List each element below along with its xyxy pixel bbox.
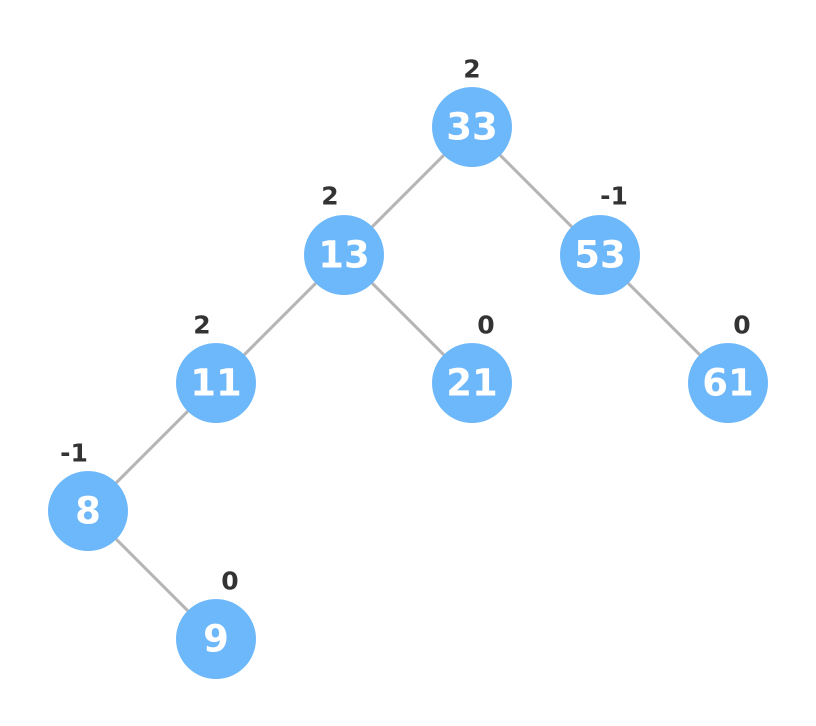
node-key: 9 <box>203 618 229 661</box>
tree-node: 61 0 <box>688 311 768 423</box>
balance-factor-label: 0 <box>733 311 750 340</box>
tree-node: 9 0 <box>176 567 256 679</box>
node-key: 21 <box>446 362 498 405</box>
node-circle <box>432 87 512 167</box>
node-circle <box>48 471 128 551</box>
tree-node: 21 0 <box>432 311 512 423</box>
node-circle <box>432 343 512 423</box>
balance-factor-label: 2 <box>321 182 338 211</box>
node-circle <box>304 215 384 295</box>
tree-node: 8 -1 <box>48 439 128 551</box>
tree-node: 13 2 <box>304 182 384 295</box>
node-key: 8 <box>75 490 101 533</box>
tree-node: 33 2 <box>432 55 512 167</box>
balance-factor-label: -1 <box>60 439 88 468</box>
balance-factor-label: 2 <box>463 55 480 84</box>
balance-factor-label: 0 <box>477 311 494 340</box>
balance-factor-label: -1 <box>600 182 628 211</box>
node-key: 13 <box>318 234 370 277</box>
node-circle <box>560 215 640 295</box>
tree-node: 11 2 <box>176 311 256 423</box>
node-circle <box>176 343 256 423</box>
node-key: 53 <box>574 234 626 277</box>
node-circle <box>176 599 256 679</box>
node-key: 33 <box>446 106 498 149</box>
node-key: 11 <box>190 362 242 405</box>
node-circle <box>688 343 768 423</box>
nodes-layer: 33 2 13 2 53 -1 11 2 21 0 61 <box>48 55 768 679</box>
node-key: 61 <box>702 362 754 405</box>
balance-factor-label: 0 <box>221 567 238 596</box>
balance-factor-label: 2 <box>193 311 210 340</box>
tree-node: 53 -1 <box>560 182 640 295</box>
